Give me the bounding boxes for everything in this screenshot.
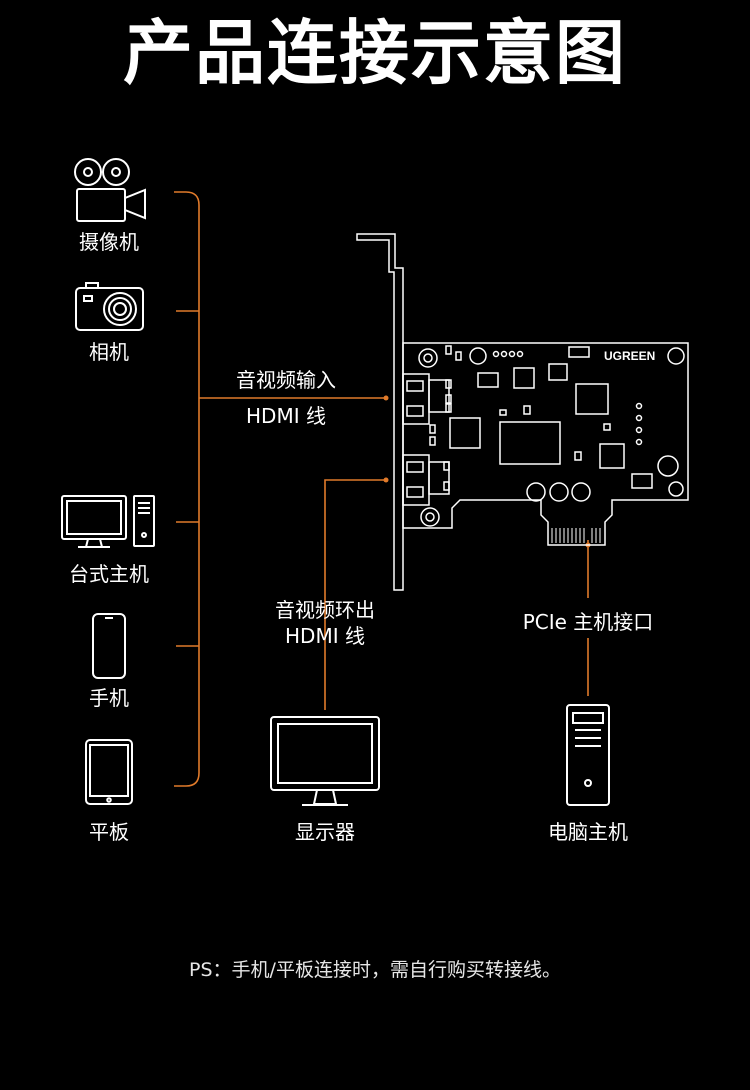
pcie-label: PCIe 主机接口 <box>522 610 654 634</box>
camcorder-icon <box>74 158 146 222</box>
page-title: 产品连接示意图 <box>123 12 627 94</box>
output-cable-line <box>324 479 385 710</box>
camcorder-label: 摄像机 <box>79 230 139 254</box>
input-label-line1: 音视频输入 <box>236 368 336 392</box>
capture-card-icon <box>356 233 689 591</box>
phone-label: 手机 <box>89 686 129 710</box>
card-brand-logo: UGREEN <box>604 349 655 363</box>
monitor-label: 显示器 <box>295 820 355 844</box>
host-label: 电脑主机 <box>548 820 628 844</box>
input-label-line2: HDMI 线 <box>246 404 326 428</box>
desktop-label: 台式主机 <box>69 562 149 586</box>
camera-label: 相机 <box>89 340 129 364</box>
output-label-line1: 音视频环出 <box>275 598 375 622</box>
desktop-icon <box>61 495 155 548</box>
source-bracket <box>174 191 589 787</box>
tablet-icon <box>85 739 133 805</box>
monitor-icon <box>270 716 380 806</box>
output-label-line2: HDMI 线 <box>285 624 365 648</box>
host-tower-icon <box>566 704 610 806</box>
camera-icon <box>75 282 144 331</box>
footnote: PS：手机/平板连接时，需自行购买转接线。 <box>189 959 561 981</box>
phone-icon <box>92 613 126 679</box>
tablet-label: 平板 <box>89 820 129 844</box>
